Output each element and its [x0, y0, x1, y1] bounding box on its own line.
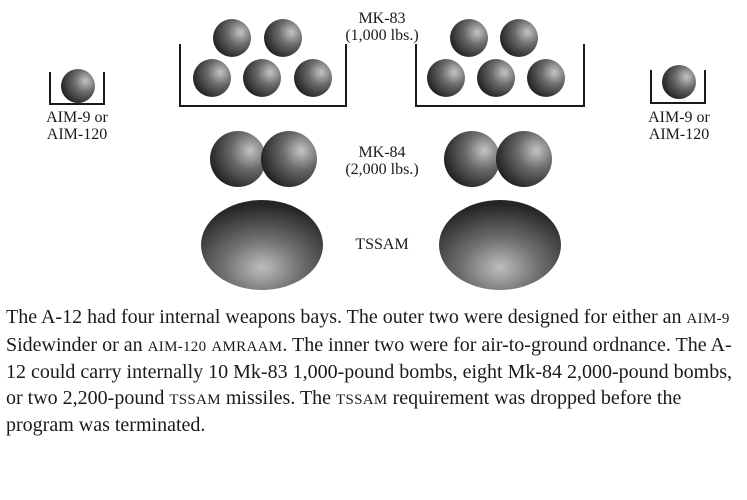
caption-text-5: missiles. The	[220, 386, 337, 409]
tssam-label: TSSAM	[322, 236, 442, 253]
right-mk83-bay	[415, 19, 585, 107]
left-missile-line1: AIM-9 or	[46, 109, 108, 126]
mk84-label: MK-84 (2,000 lbs.)	[322, 144, 442, 178]
caption-paragraph: The A-12 had four internal weapons bays.…	[6, 305, 741, 439]
tssam-missile-icon	[439, 200, 561, 290]
left-mk83-bracket	[179, 44, 347, 107]
caption-aim9: AIM-9	[686, 311, 730, 327]
mk84-row	[210, 131, 552, 187]
right-missile-label: AIM-9 or AIM-120	[634, 109, 724, 143]
mk84-bomb-icon	[261, 131, 317, 187]
mk83-weight: (1,000 lbs.)	[345, 27, 419, 44]
mk83-label: MK-83 (1,000 lbs.)	[322, 10, 442, 44]
mk83-bomb-icon	[450, 19, 488, 57]
right-missile-line1: AIM-9 or	[648, 109, 710, 126]
mk84-bomb-icon	[444, 131, 500, 187]
weapons-bay-diagram	[49, 19, 706, 290]
caption-tssam-2: TSSAM	[336, 391, 388, 408]
mk84-bomb-icon	[496, 131, 552, 187]
caption-aim120: AIM-120	[147, 338, 207, 355]
caption-text-4: . The inner two were for air-to-ground o…	[6, 333, 733, 409]
caption-text-1: The A-12 had four internal weapons bays.…	[6, 306, 687, 328]
mk83-bomb-icon	[264, 19, 302, 57]
caption-text-2: Sidewinder or an	[6, 333, 148, 356]
mk84-weight: (2,000 lbs.)	[345, 161, 419, 178]
right-mk83-bracket	[415, 44, 585, 107]
left-outer-bracket	[49, 72, 105, 105]
caption-tssam-1: TSSAM	[169, 391, 221, 408]
right-outer-bracket	[650, 70, 706, 104]
right-missile-line2: AIM-120	[648, 126, 710, 143]
mk83-bomb-icon	[193, 59, 231, 97]
left-missile-label: AIM-9 or AIM-120	[32, 109, 122, 143]
left-mk83-bay	[179, 19, 347, 107]
mk83-bomb-icon	[477, 59, 515, 97]
mk83-bomb-icon	[294, 59, 332, 97]
left-outer-bay	[49, 69, 105, 105]
tssam-missile-icon	[201, 200, 323, 290]
caption-amraam: AMRAAM	[211, 338, 283, 355]
mk83-bomb-icon	[243, 59, 281, 97]
mk83-bomb-icon	[213, 19, 251, 57]
right-outer-bay	[650, 65, 706, 104]
left-missile-line2: AIM-120	[46, 126, 108, 143]
tssam-row	[201, 200, 561, 290]
mk83-bomb-icon	[500, 19, 538, 57]
mk83-name: MK-83	[358, 10, 406, 27]
mk84-name: MK-84	[358, 144, 406, 161]
right-aim-missile-icon	[662, 65, 696, 99]
mk83-bomb-icon	[527, 59, 565, 97]
mk83-bomb-icon	[427, 59, 465, 97]
tssam-name: TSSAM	[355, 236, 409, 253]
caption-text-6: requirement was dropped before the progr…	[6, 386, 682, 437]
left-aim-missile-icon	[61, 69, 95, 103]
mk84-bomb-icon	[210, 131, 266, 187]
